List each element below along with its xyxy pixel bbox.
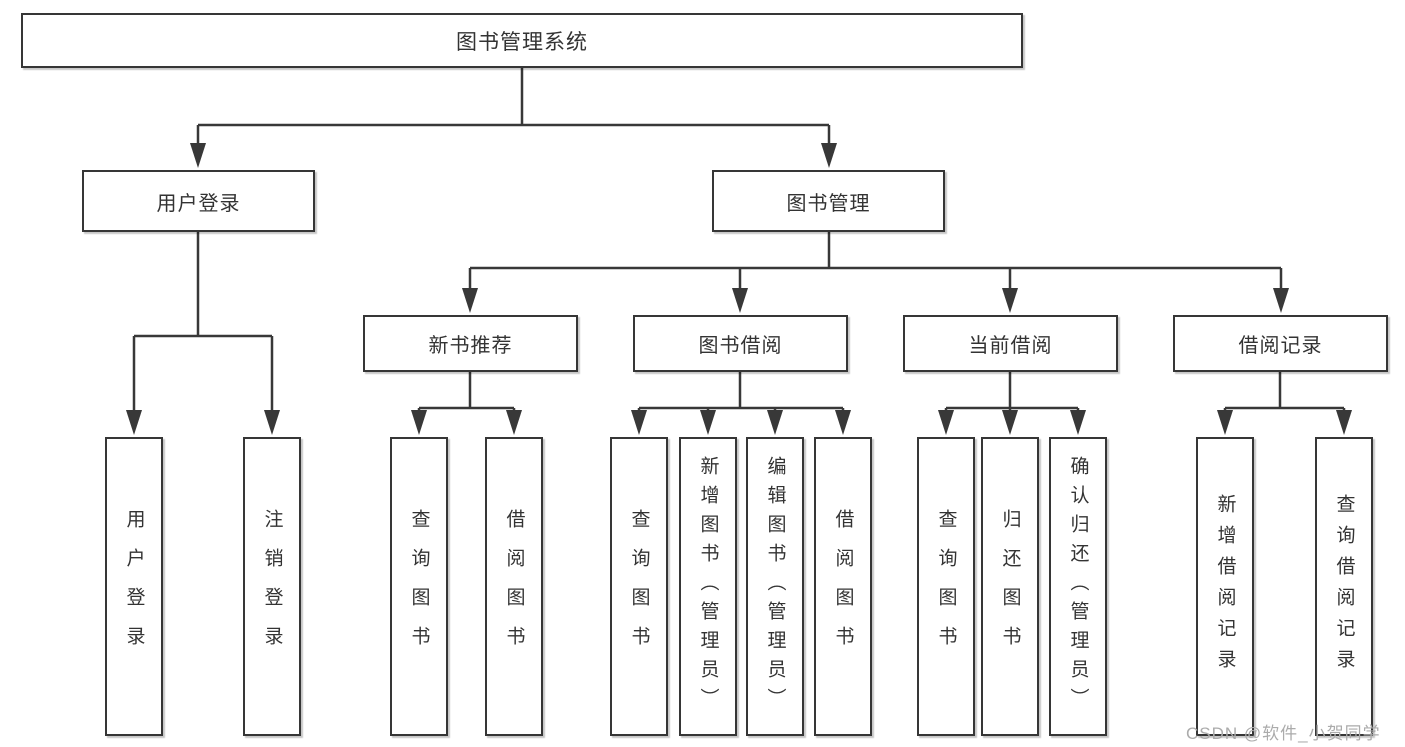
csdn-watermark: CSDN @软件_小贺同学 [1186, 724, 1381, 743]
arrowhead [732, 288, 748, 313]
leaf-query-books-current: 查询图书 [917, 437, 975, 736]
arrowhead [264, 410, 280, 435]
leaf-query-books-recommend: 查询图书 [390, 437, 448, 736]
leaf-return-books: 归还图书 [981, 437, 1039, 736]
node-library-system: 图书管理系统 [21, 13, 1023, 68]
arrowhead [821, 143, 837, 168]
arrowheads [126, 143, 1352, 435]
leaf-query-books-borrow: 查询图书 [610, 437, 668, 736]
node-book-management: 图书管理 [712, 170, 945, 232]
leaf-query-borrow-record: 查询借阅记录 [1315, 437, 1373, 736]
arrowhead [767, 410, 783, 435]
arrowhead [506, 410, 522, 435]
arrowhead [1336, 410, 1352, 435]
arrowhead [190, 143, 206, 168]
connector-book-borrow [637, 372, 845, 412]
arrowhead [1273, 288, 1289, 313]
connector-borrow-records [1223, 372, 1346, 412]
connector-user-login [132, 232, 274, 412]
node-book-borrow: 图书借阅 [633, 315, 848, 372]
leaf-borrow-books: 借阅图书 [814, 437, 872, 736]
arrowhead [1002, 288, 1018, 313]
node-borrow-records: 借阅记录 [1173, 315, 1388, 372]
arrowhead [631, 410, 647, 435]
leaf-user-login: 用户登录 [105, 437, 163, 736]
arrowhead [1217, 410, 1233, 435]
connector-book-mgmt [468, 232, 1283, 290]
node-new-book-recommend: 新书推荐 [363, 315, 578, 372]
arrowhead [126, 410, 142, 435]
arrowhead [835, 410, 851, 435]
arrowhead [462, 288, 478, 313]
connector-current-borrow [944, 372, 1080, 412]
node-user-login: 用户登录 [82, 170, 315, 232]
leaf-add-borrow-record: 新增借阅记录 [1196, 437, 1254, 736]
connector-new-book [417, 372, 516, 412]
connector-root [196, 68, 831, 145]
arrowhead [700, 410, 716, 435]
leaf-logout: 注销登录 [243, 437, 301, 736]
arrowhead [411, 410, 427, 435]
leaf-add-books-admin: 新增图书（管理员） [679, 437, 737, 736]
leaf-borrow-books-recommend: 借阅图书 [485, 437, 543, 736]
leaf-confirm-return-admin: 确认归还（管理员） [1049, 437, 1107, 736]
arrowhead [1070, 410, 1086, 435]
node-current-borrow: 当前借阅 [903, 315, 1118, 372]
arrowhead [938, 410, 954, 435]
arrowhead [1002, 410, 1018, 435]
leaf-edit-books-admin: 编辑图书（管理员） [746, 437, 804, 736]
